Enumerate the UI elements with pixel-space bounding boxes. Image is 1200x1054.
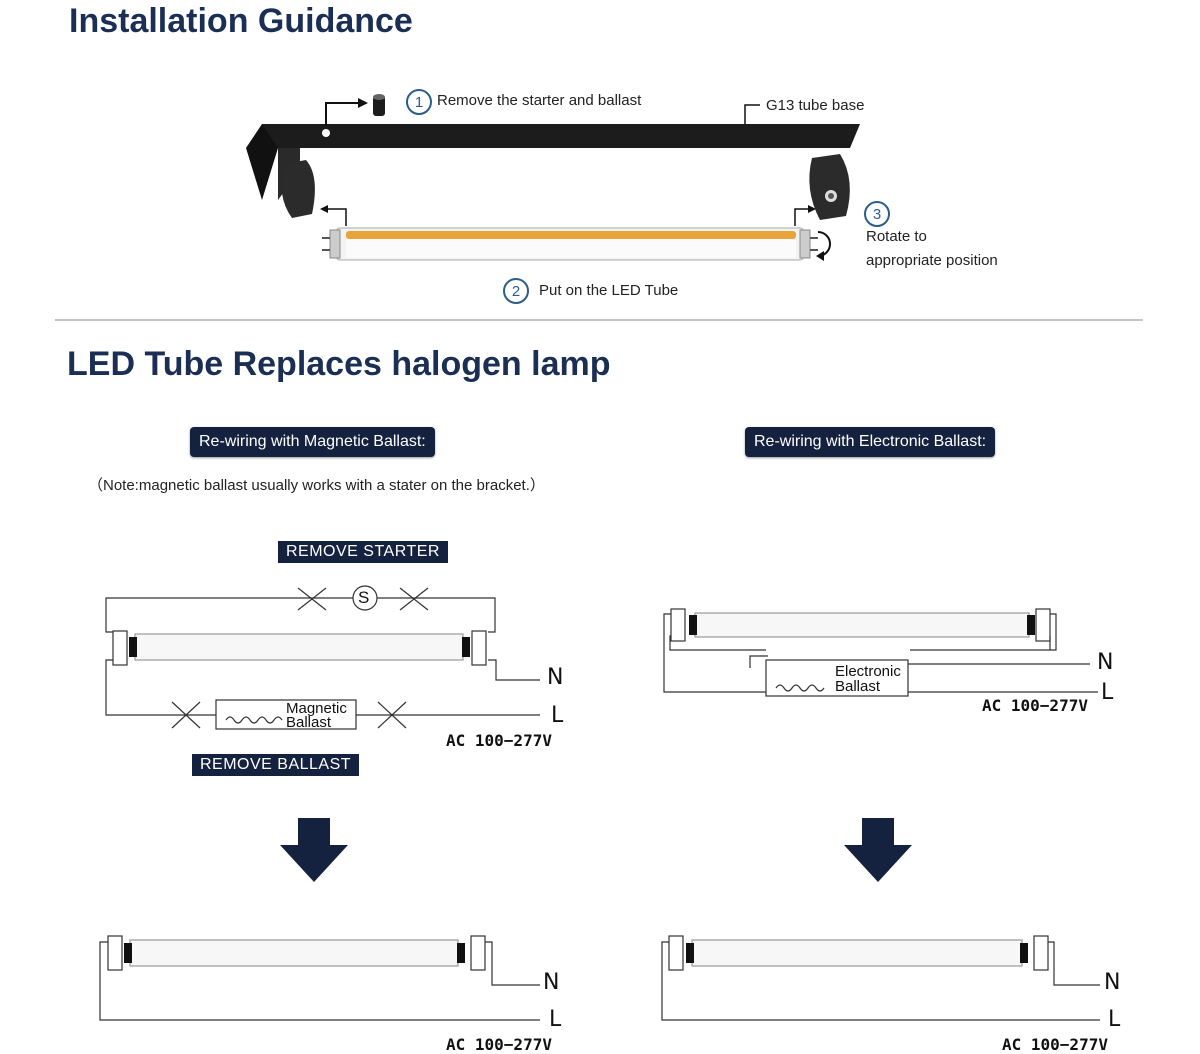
down-arrow-right — [844, 818, 912, 882]
step2-number: 2 — [503, 278, 529, 304]
step2-text: Put on the LED Tube — [539, 282, 679, 299]
result-right-wire-l: L — [1108, 1007, 1121, 1032]
magnetic-ballast-line2: Ballast — [286, 714, 332, 731]
magnetic-ac-label: AC 100−277V — [446, 731, 552, 750]
step3-text-line1: Rotate to — [866, 228, 927, 245]
fixture-left-side — [246, 124, 278, 200]
starter-hole — [322, 129, 330, 137]
result-right-ac-label: AC 100−277V — [1002, 1035, 1108, 1054]
step1-text: Remove the starter and ballast — [437, 92, 642, 109]
magnetic-wire-n: N — [547, 665, 564, 690]
led-tube-glow — [346, 231, 796, 239]
installation-title: Installation Guidance — [69, 2, 413, 40]
magnetic-wire-l: L — [551, 703, 564, 728]
step1-number: 1 — [406, 89, 432, 115]
result-left-wire-n: N — [543, 970, 560, 995]
down-arrow-left — [280, 818, 348, 882]
electronic-ballast-line2: Ballast — [835, 678, 881, 695]
magnetic-note: （Note:magnetic ballast usually works wit… — [88, 477, 545, 494]
result-left-wire-l: L — [549, 1007, 562, 1032]
remove-starter-label: REMOVE STARTER — [278, 541, 448, 563]
left-lamp-holder — [281, 160, 315, 218]
electronic-wire-l: L — [1101, 680, 1114, 705]
electronic-ballast-line1: Electronic — [835, 663, 901, 680]
electronic-ballast-badge: Re-wiring with Electronic Ballast: — [745, 427, 996, 457]
starter-symbol-circle — [352, 585, 378, 611]
magnetic-ballast-line1: Magnetic — [286, 700, 347, 717]
starter-part — [373, 96, 385, 116]
replace-title: LED Tube Replaces halogen lamp — [67, 345, 611, 383]
electronic-wire-n: N — [1097, 650, 1114, 675]
step3-number: 3 — [864, 201, 890, 227]
right-lamp-holder — [809, 154, 850, 220]
remove-ballast-label: REMOVE BALLAST — [192, 754, 360, 776]
g13-base-label: G13 tube base — [766, 97, 865, 114]
result-left-ac-label: AC 100−277V — [446, 1035, 552, 1054]
starter-symbol: S — [358, 588, 370, 607]
electronic-ac-label: AC 100−277V — [982, 696, 1088, 715]
magnetic-ballast-badge: Re-wiring with Magnetic Ballast: — [190, 427, 435, 457]
step3-text-line2: appropriate position — [866, 252, 998, 269]
fixture-bar — [262, 124, 860, 148]
result-right-wire-n: N — [1104, 970, 1121, 995]
